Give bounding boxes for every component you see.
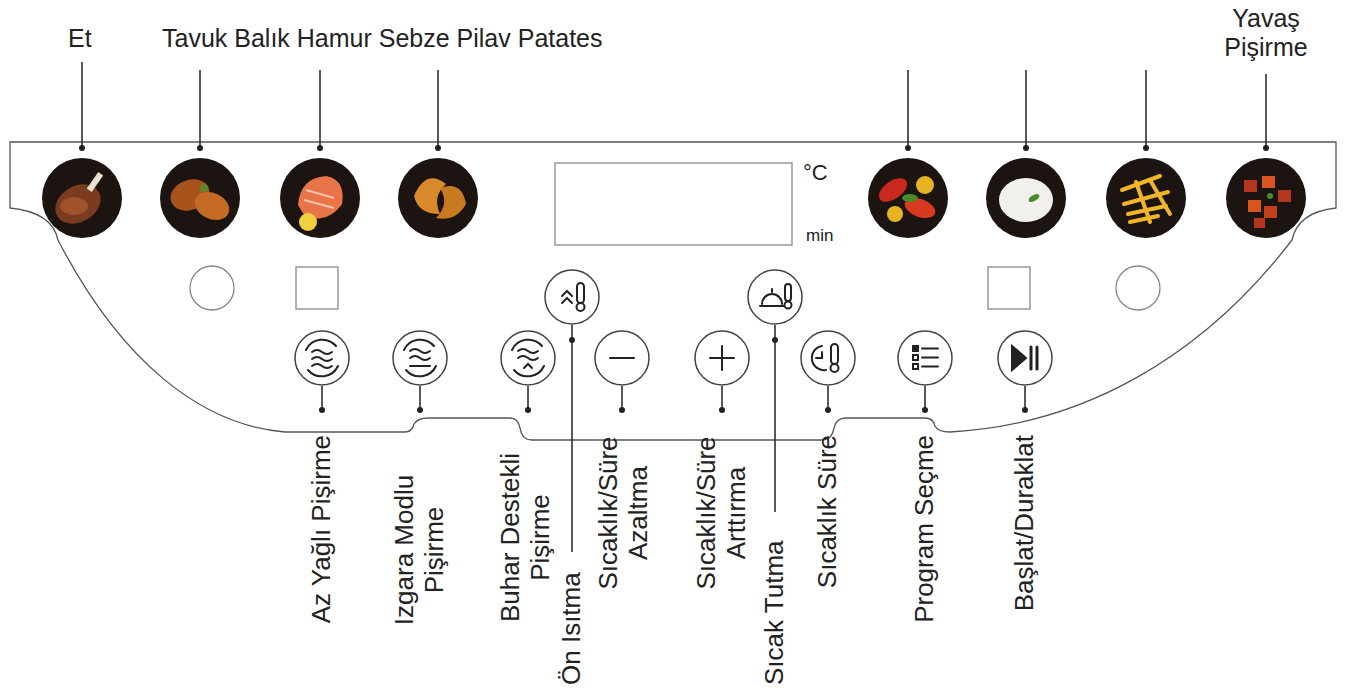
button-label: Sıcaklık/Süre Azaltma [594, 428, 654, 598]
leader-lines-top [82, 62, 1266, 148]
function-label: Tavuk Balık Hamur Sebze Pilav Patates [162, 24, 602, 53]
display-window [555, 163, 792, 245]
button-label: Sıcaklık Süre [813, 435, 843, 692]
button-label: Az Yağlı Pişirme [307, 435, 337, 692]
button-label: Ön Isıtma [557, 425, 587, 685]
unit-label: °C [803, 160, 828, 185]
unit-label: min [806, 226, 833, 246]
indicators [190, 266, 1160, 310]
button-label: Sıcak Tutma [760, 425, 790, 685]
panel-outline [10, 142, 1336, 440]
buttons [295, 270, 1052, 385]
leader-dots-bottom [319, 337, 1028, 413]
button-label: Izgara Modlu Pişirme [390, 460, 450, 640]
button-icons [306, 283, 1037, 376]
leader-dots-top [79, 145, 1269, 151]
button-label: Başlat/Duraklat [1010, 435, 1040, 692]
button-label: Sıcaklık/Süre Arttırma [692, 428, 752, 598]
function-label: Yavaş Pişirme [1211, 4, 1321, 62]
button-label: Program Seçme [910, 435, 940, 692]
button-label: Buhar Destekli Pişirme [496, 445, 556, 630]
function-label: Et [68, 24, 92, 53]
